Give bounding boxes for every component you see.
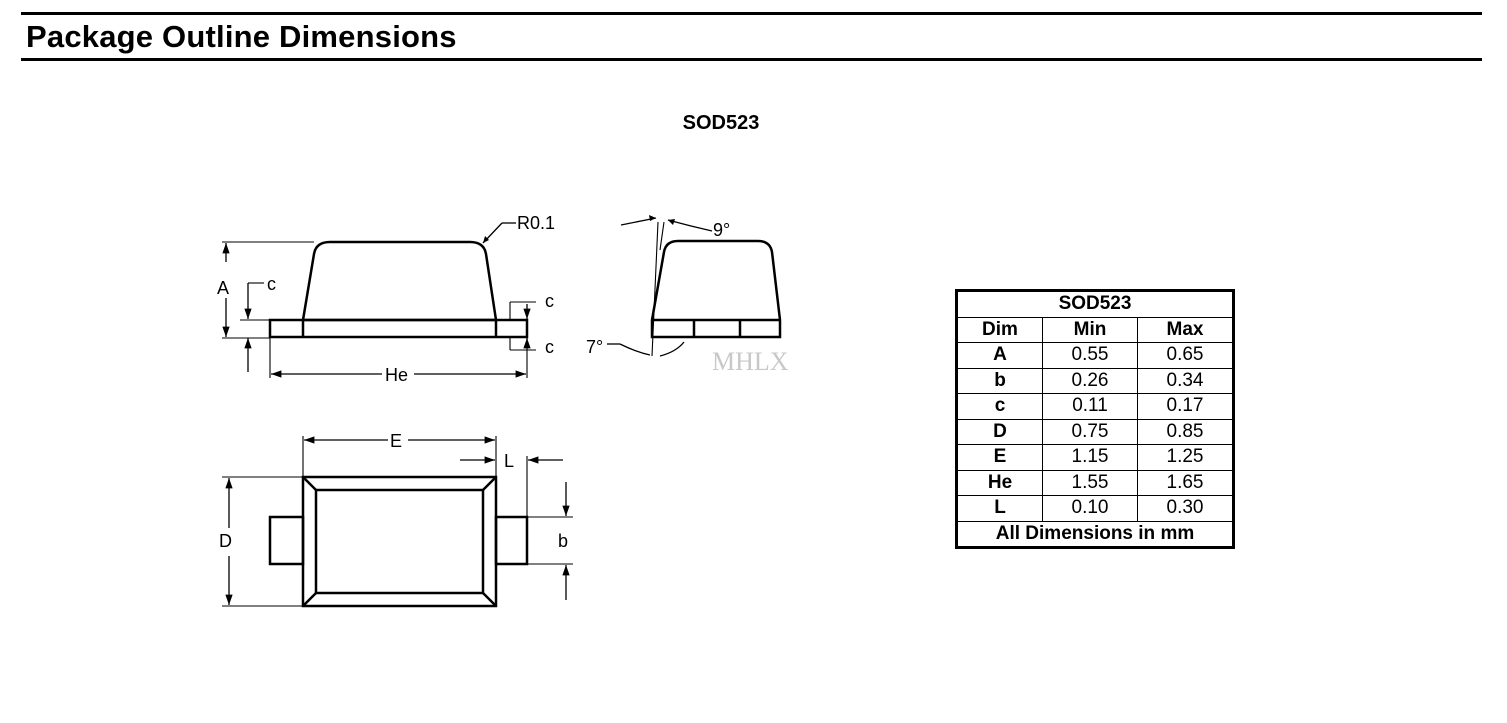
side-view-leads bbox=[268, 318, 529, 339]
cell-min: 0.10 bbox=[1042, 495, 1138, 522]
dim-label-c-left: c bbox=[267, 274, 276, 294]
side-view-body bbox=[301, 240, 498, 337]
package-name: SOD523 bbox=[682, 112, 760, 134]
cell-max: 0.17 bbox=[1137, 393, 1234, 420]
cell-min: 1.15 bbox=[1042, 444, 1138, 471]
dim-label-b: b bbox=[558, 531, 568, 551]
page-title: Package Outline Dimensions bbox=[26, 19, 457, 54]
cell-max: 1.65 bbox=[1137, 469, 1234, 496]
table-row: D 0.75 0.85 bbox=[956, 418, 1234, 445]
cell-min: 1.55 bbox=[1042, 469, 1138, 496]
cell-min: 0.11 bbox=[1042, 393, 1138, 420]
top-view-lead-right bbox=[494, 515, 529, 566]
cell-dim: c bbox=[956, 393, 1043, 420]
cell-dim: L bbox=[956, 495, 1043, 522]
end-view-body bbox=[650, 239, 782, 339]
cell-min: 0.26 bbox=[1042, 367, 1138, 394]
watermark: MHLX bbox=[712, 347, 789, 376]
dim-label-c-right-top: c bbox=[545, 291, 554, 311]
top-view-body-inner bbox=[314, 488, 485, 595]
cell-dim: He bbox=[956, 469, 1043, 496]
table-row: E 1.15 1.25 bbox=[956, 444, 1234, 471]
table-title: SOD523 bbox=[956, 290, 1234, 318]
top-view bbox=[222, 436, 573, 608]
header-dim: Dim bbox=[956, 316, 1043, 343]
cell-dim: A bbox=[956, 342, 1043, 369]
header-min: Min bbox=[1042, 316, 1138, 343]
cell-min: 0.55 bbox=[1042, 342, 1138, 369]
table-row: c 0.11 0.17 bbox=[956, 393, 1234, 420]
table-row: A 0.55 0.65 bbox=[956, 342, 1234, 369]
dim-label-d: D bbox=[219, 531, 232, 551]
table-footer: All Dimensions in mm bbox=[956, 520, 1234, 548]
header-max: Max bbox=[1137, 316, 1234, 343]
end-view bbox=[607, 215, 782, 357]
angle-top-label: 9° bbox=[713, 220, 730, 240]
radius-label: R0.1 bbox=[517, 213, 555, 233]
cell-max: 1.25 bbox=[1137, 444, 1234, 471]
cell-dim: E bbox=[956, 444, 1043, 471]
top-view-body-outer bbox=[301, 475, 498, 608]
cell-dim: b bbox=[956, 367, 1043, 394]
dim-label-he: He bbox=[385, 365, 408, 385]
dimensions-table: SOD523 Dim Min Max A 0.55 0.65 b 0.26 0.… bbox=[955, 289, 1235, 549]
angle-bottom-label: 7° bbox=[586, 337, 603, 357]
cell-max: 0.65 bbox=[1137, 342, 1234, 369]
top-rule bbox=[21, 12, 1482, 15]
dim-label-a: A bbox=[217, 278, 229, 298]
cell-min: 0.75 bbox=[1042, 418, 1138, 445]
table-row: L 0.10 0.30 bbox=[956, 495, 1234, 522]
cell-dim: D bbox=[956, 418, 1043, 445]
cell-max: 0.85 bbox=[1137, 418, 1234, 445]
table-row: b 0.26 0.34 bbox=[956, 367, 1234, 394]
dim-label-e: E bbox=[390, 431, 402, 451]
dim-label-c-right-bottom: c bbox=[545, 337, 554, 357]
table-row: He 1.55 1.65 bbox=[956, 469, 1234, 496]
side-view bbox=[222, 222, 536, 378]
cell-max: 0.34 bbox=[1137, 367, 1234, 394]
top-view-lead-left bbox=[268, 515, 305, 566]
title-underline bbox=[21, 58, 1482, 61]
dim-label-l: L bbox=[504, 451, 514, 471]
cell-max: 0.30 bbox=[1137, 495, 1234, 522]
